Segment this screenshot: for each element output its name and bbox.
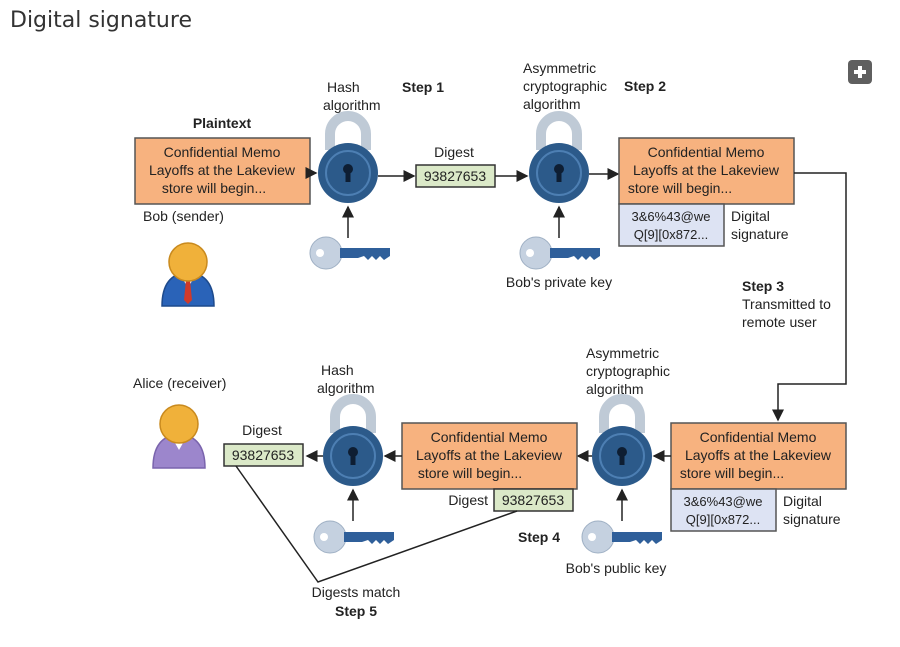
decrypted-memo-box (401, 422, 578, 490)
memo-line: Confidential Memo (431, 429, 548, 445)
key-icon (313, 520, 394, 554)
plaintext-label: Plaintext (193, 115, 252, 131)
digest-label: Digest (242, 422, 282, 438)
digests-match-label: Digests match (312, 584, 401, 600)
memo-line: store will begin... (680, 465, 784, 481)
received-memo-box (670, 422, 847, 490)
digest-value: 93827653 (232, 447, 295, 463)
asymmetric-algorithm-label: cryptographic (523, 78, 607, 94)
lock-icon (529, 111, 589, 203)
step-4-label: Step 4 (518, 529, 560, 545)
memo-line: Confidential Memo (164, 144, 281, 160)
memo-line: Confidential Memo (648, 144, 765, 160)
signature-line: Q[9][0x872... (686, 512, 760, 527)
step-3-label: Step 3 (742, 278, 784, 294)
digest-value: 93827653 (502, 492, 565, 508)
memo-line: Layoffs at the Lakeview (416, 447, 563, 463)
step-2-label: Step 2 (624, 78, 666, 94)
memo-line: Layoffs at the Lakeview (149, 162, 296, 178)
digest-label: Digest (448, 492, 488, 508)
signature-box (670, 488, 777, 532)
decrypted-digest-box (493, 488, 574, 512)
memo-line: Layoffs at the Lakeview (633, 162, 780, 178)
memo-line: store will begin... (628, 180, 732, 196)
memo-line: Confidential Memo (700, 429, 817, 445)
hash-algorithm-label: Hash (321, 362, 354, 378)
computed-digest-box (223, 443, 304, 467)
bob-sender-label: Bob (sender) (143, 208, 224, 224)
asymmetric-algorithm-label: cryptographic (586, 363, 670, 379)
digital-signature-label: Digital (783, 493, 822, 509)
asymmetric-algorithm-label: algorithm (586, 381, 644, 397)
asymmetric-algorithm-label: Asymmetric (523, 60, 596, 76)
step-5-label: Step 5 (335, 603, 377, 619)
digital-signature-label: Digital (731, 208, 770, 224)
memo-line: store will begin... (418, 465, 522, 481)
hash-algorithm-label: algorithm (317, 380, 375, 396)
public-key-icon (581, 520, 662, 554)
lock-icon (323, 394, 383, 486)
signature-line: Q[9][0x872... (634, 227, 708, 242)
signature-line: 3&6%43@we (684, 494, 763, 509)
alice-avatar-icon (152, 404, 206, 469)
comparison-line (235, 465, 518, 583)
lock-icon (592, 394, 652, 486)
hash-algorithm-label: Hash (327, 79, 360, 95)
public-key-label: Bob's public key (566, 560, 667, 576)
memo-line: Layoffs at the Lakeview (685, 447, 832, 463)
alice-receiver-label: Alice (receiver) (133, 375, 226, 391)
step-3-text: remote user (742, 314, 817, 330)
bob-avatar-icon (161, 242, 215, 307)
signature-box (618, 203, 725, 247)
key-icon (309, 236, 390, 270)
asymmetric-algorithm-label: Asymmetric (586, 345, 659, 361)
hash-algorithm-label: algorithm (323, 97, 381, 113)
digital-signature-label: signature (731, 226, 789, 242)
page-title: Digital signature (10, 8, 192, 33)
memo-line: store will begin... (162, 180, 266, 196)
digital-signature-label: signature (783, 511, 841, 527)
lock-icon (318, 111, 378, 203)
step-3-text: Transmitted to (742, 296, 831, 312)
expand-plus-icon[interactable] (848, 60, 872, 84)
digest-label: Digest (434, 144, 474, 160)
signature-line: 3&6%43@we (632, 209, 711, 224)
transmit-connector (772, 172, 847, 422)
digest-value: 93827653 (424, 168, 487, 184)
asymmetric-algorithm-label: algorithm (523, 96, 581, 112)
step-1-label: Step 1 (402, 79, 444, 95)
private-key-icon (519, 236, 600, 270)
private-key-label: Bob's private key (506, 274, 612, 290)
